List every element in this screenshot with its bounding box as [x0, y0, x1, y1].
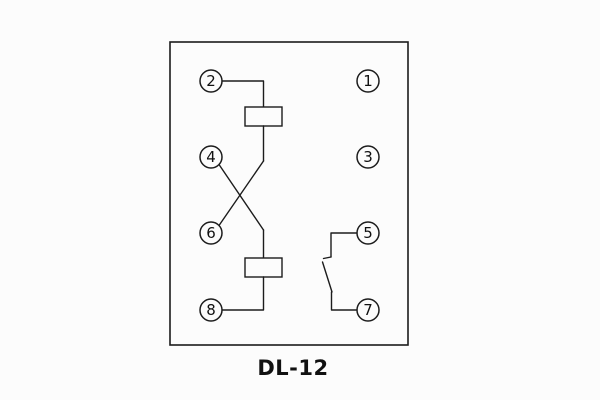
enclosure-frame — [169, 41, 409, 346]
switch-fixed-contact-tick — [322, 256, 332, 260]
terminal-6-circle — [199, 221, 223, 245]
terminal-6-label: 6 — [206, 224, 216, 242]
terminal-5-circle — [356, 221, 380, 245]
terminal-2-label: 2 — [206, 72, 216, 90]
wire-terminal5-to-contact — [330, 232, 358, 258]
terminal-3-circle — [356, 145, 380, 169]
terminal-4-circle — [199, 145, 223, 169]
coil-1 — [244, 106, 283, 127]
terminal-3-label: 3 — [363, 148, 373, 166]
wire-cross-terminal4-to-coil2 — [218, 163, 265, 231]
terminal-7-circle — [356, 298, 380, 322]
diagram-title: DL-12 — [257, 356, 328, 380]
terminal-1-circle — [356, 69, 380, 93]
switch-contact-blade — [321, 261, 333, 293]
terminal-7-label: 7 — [363, 301, 373, 319]
terminal-8-label: 8 — [206, 301, 216, 319]
terminal-1-label: 1 — [363, 72, 373, 90]
wire-cross-coil1-to-terminal6 — [218, 160, 265, 227]
terminal-4-label: 4 — [206, 148, 216, 166]
terminal-8-circle — [199, 298, 223, 322]
terminal-5-label: 5 — [363, 224, 373, 242]
wire-contact-to-terminal7 — [330, 291, 358, 311]
terminal-2-circle — [199, 69, 223, 93]
coil-2 — [244, 257, 283, 278]
wire-coil2-to-terminal8 — [221, 276, 265, 311]
wire-terminal2-to-coil1 — [221, 80, 265, 108]
